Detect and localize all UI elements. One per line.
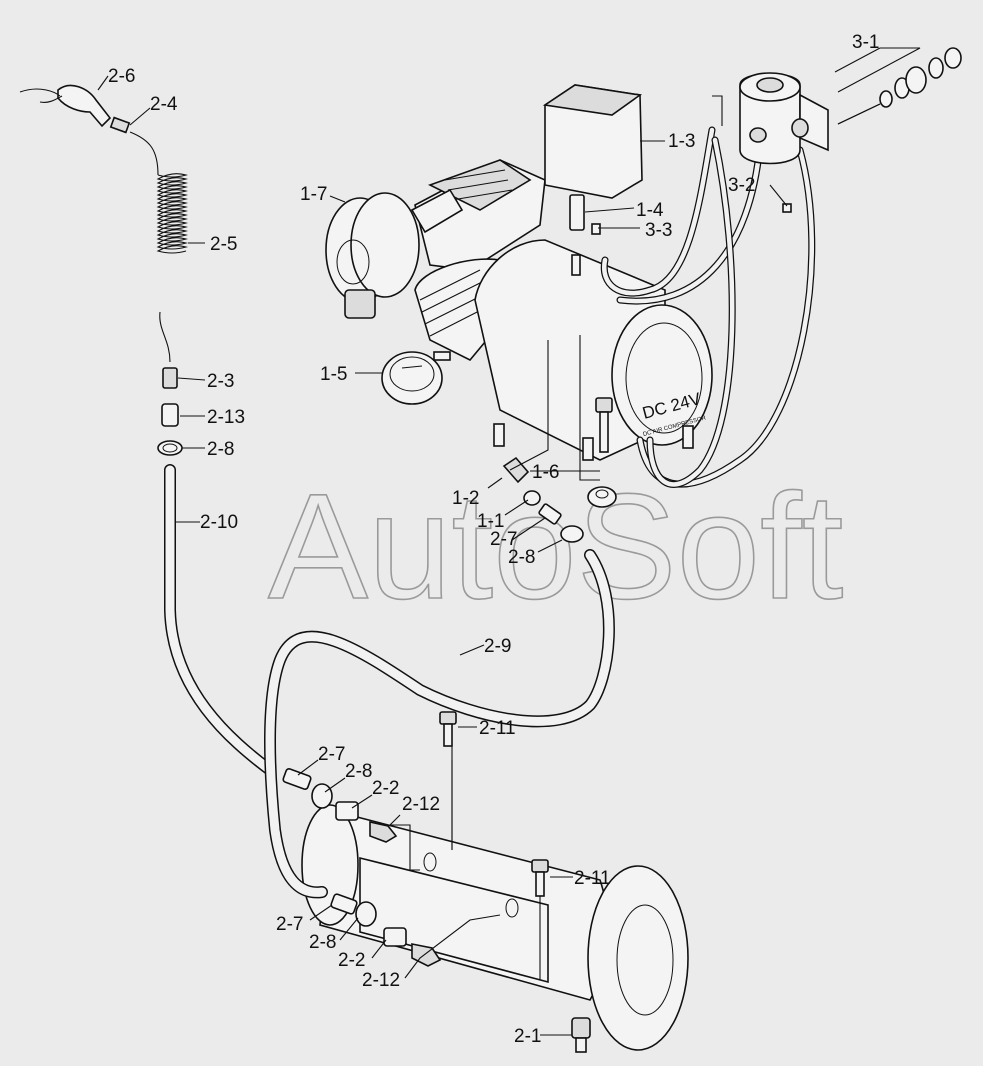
- tank-fittings-upper: [282, 768, 398, 843]
- label-2-8-left: 2-8: [345, 761, 372, 782]
- label-2-1: 2-1: [514, 1026, 541, 1047]
- label-2-7-bot: 2-7: [276, 914, 303, 935]
- terminal-3-2: [782, 203, 792, 213]
- label-1-4: 1-4: [636, 200, 664, 221]
- label-2-12-left: 2-12: [402, 794, 440, 815]
- label-2-13: 2-13: [207, 407, 245, 428]
- label-2-4: 2-4: [150, 94, 178, 115]
- label-2-5: 2-5: [210, 234, 237, 255]
- tank-fittings-lower: [330, 893, 442, 967]
- label-2-8-bot: 2-8: [309, 932, 336, 953]
- blow-gun: [19, 84, 131, 134]
- label-2-2-bot: 2-2: [338, 950, 365, 971]
- relay: [712, 72, 829, 165]
- label-1-7: 1-7: [300, 184, 327, 205]
- label-2-2-left: 2-2: [372, 778, 399, 799]
- drain-valve: [571, 1017, 591, 1053]
- label-2-9: 2-9: [484, 636, 511, 657]
- label-2-11-right: 2-11: [574, 868, 611, 889]
- label-3-1: 3-1: [852, 32, 879, 53]
- compressor-outlet-fittings: [502, 456, 584, 543]
- label-1-2: 1-2: [452, 488, 479, 509]
- label-2-10: 2-10: [200, 512, 238, 533]
- label-1-3: 1-3: [668, 131, 695, 152]
- label-1-5: 1-5: [320, 364, 347, 385]
- label-2-12-bot: 2-12: [362, 970, 400, 991]
- label-2-8-top: 2-8: [207, 439, 234, 460]
- label-3-2: 3-2: [728, 175, 755, 196]
- label-1-6: 1-6: [532, 462, 559, 483]
- watermark: AutoSoft: [268, 462, 843, 630]
- terminal-3-3: [591, 223, 601, 235]
- label-2-7-mid: 2-7: [490, 529, 517, 550]
- label-2-7-left: 2-7: [318, 744, 345, 765]
- bolt-2-11-top: [439, 711, 457, 747]
- compressor: DC 24V DC AIR COMPRESSOR: [410, 84, 713, 461]
- relay-hardware: [837, 47, 962, 125]
- label-3-3: 3-3: [645, 220, 672, 241]
- label-2-8-mid: 2-8: [508, 547, 535, 568]
- label-2-3: 2-3: [207, 371, 234, 392]
- air-filter: [325, 192, 420, 319]
- label-2-6: 2-6: [108, 66, 135, 87]
- air-tank: [301, 804, 689, 1051]
- fitting-2-13: [161, 403, 179, 427]
- hose-2-10: [164, 464, 276, 776]
- bolt-2-11-right: [531, 859, 549, 897]
- label-2-11-top: 2-11: [479, 718, 516, 739]
- relay-wires: [600, 126, 816, 488]
- pressure-gauge: [381, 351, 451, 405]
- washer-1-6: [587, 486, 617, 508]
- hose-2-9: [264, 549, 615, 899]
- clamp-2-8-top: [157, 440, 183, 456]
- coiled-hose: [129, 131, 189, 363]
- callout-labels: 3-1 2-6 2-4 1-3 1-7 3-2 1-4 3-3 2-5 1-5 …: [108, 32, 879, 1047]
- fitting-2-3: [162, 367, 178, 389]
- leader-lines: [97, 47, 921, 1036]
- label-1-1: 1-1: [477, 511, 504, 532]
